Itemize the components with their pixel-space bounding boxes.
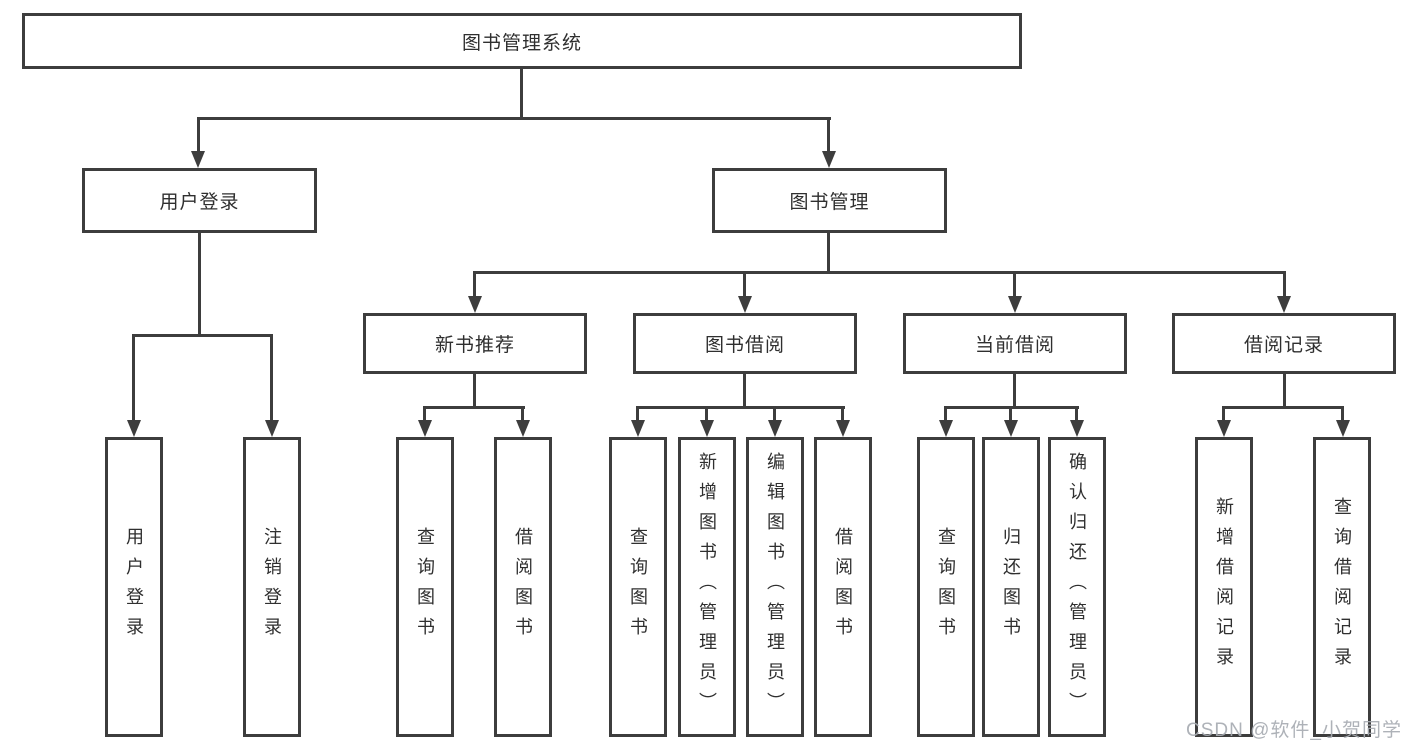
connector-stem — [270, 334, 273, 421]
leaf-logout: 注销登录 — [243, 437, 301, 737]
node-user-login: 用户登录 — [82, 168, 317, 233]
leaf-label: 借阅图书 — [513, 527, 533, 647]
connector-stem — [773, 406, 776, 421]
connector-stem — [197, 117, 200, 153]
arrowhead-down-icon — [516, 420, 530, 437]
arrowhead-down-icon — [738, 296, 752, 313]
connector-stem — [423, 406, 426, 421]
arrowhead-down-icon — [1004, 420, 1018, 437]
leaf-add-books-admin: 新增图书（管理员） — [678, 437, 736, 737]
leaf-edit-books-admin: 编辑图书（管理员） — [746, 437, 804, 737]
node-library-management-system: 图书管理系统 — [22, 13, 1022, 69]
connector-stem — [1009, 406, 1012, 421]
connector-stub — [473, 374, 476, 409]
connector-stem — [521, 406, 524, 421]
csdn-watermark: CSDN @软件_小贺同学 — [1186, 720, 1402, 741]
connector-root-bus — [197, 117, 831, 120]
connector-stub — [198, 233, 201, 336]
leaf-query-books: 查询图书 — [609, 437, 667, 737]
leaf-add-borrow-record: 新增借阅记录 — [1195, 437, 1253, 737]
leaf-label: 新增图书（管理员） — [697, 452, 717, 722]
connector-stem — [827, 117, 830, 153]
connector-stem — [841, 406, 844, 421]
leaf-label: 编辑图书（管理员） — [765, 452, 785, 722]
leaf-confirm-return-admin: 确认归还（管理员） — [1048, 437, 1106, 737]
leaf-label: 注销登录 — [262, 527, 282, 647]
connector-stem — [1013, 271, 1016, 298]
node-book-management: 图书管理 — [712, 168, 947, 233]
leaf-borrow-books: 借阅图书 — [494, 437, 552, 737]
arrowhead-down-icon — [468, 296, 482, 313]
connector-stub — [743, 374, 746, 409]
arrowhead-down-icon — [1217, 420, 1231, 437]
arrowhead-down-icon — [631, 420, 645, 437]
connector-bus — [1222, 406, 1344, 409]
leaf-label: 归还图书 — [1001, 527, 1021, 647]
arrowhead-down-icon — [1008, 296, 1022, 313]
leaf-query-borrow-record: 查询借阅记录 — [1313, 437, 1371, 737]
connector-stub — [1283, 374, 1286, 409]
connector-stub — [827, 233, 830, 274]
connector-stem — [636, 406, 639, 421]
leaf-user-login: 用户登录 — [105, 437, 163, 737]
arrowhead-down-icon — [1070, 420, 1084, 437]
leaf-label: 确认归还（管理员） — [1067, 452, 1087, 722]
leaf-label: 新增借阅记录 — [1214, 497, 1234, 677]
arrowhead-down-icon — [191, 151, 205, 168]
connector-bus — [423, 406, 525, 409]
connector-stem — [743, 271, 746, 298]
arrowhead-down-icon — [1277, 296, 1291, 313]
leaf-label: 查询图书 — [628, 527, 648, 647]
arrowhead-down-icon — [836, 420, 850, 437]
arrowhead-down-icon — [265, 420, 279, 437]
leaf-label: 查询借阅记录 — [1332, 497, 1352, 677]
arrowhead-down-icon — [939, 420, 953, 437]
connector-bus — [636, 406, 845, 409]
node-borrow-record: 借阅记录 — [1172, 313, 1396, 374]
leaf-query-books: 查询图书 — [396, 437, 454, 737]
connector-root-stub — [520, 67, 523, 119]
connector-stem — [132, 334, 135, 421]
leaf-label: 用户登录 — [124, 527, 144, 647]
leaf-label: 借阅图书 — [833, 527, 853, 647]
connector-bus — [473, 271, 1286, 274]
leaf-return-books: 归还图书 — [982, 437, 1040, 737]
leaf-borrow-books: 借阅图书 — [814, 437, 872, 737]
node-book-borrow: 图书借阅 — [633, 313, 857, 374]
arrowhead-down-icon — [700, 420, 714, 437]
arrowhead-down-icon — [768, 420, 782, 437]
leaf-query-books: 查询图书 — [917, 437, 975, 737]
connector-stem — [1283, 271, 1286, 298]
leaf-label: 查询图书 — [936, 527, 956, 647]
connector-stem — [705, 406, 708, 421]
connector-stub — [1013, 374, 1016, 409]
node-new-book-recommend: 新书推荐 — [363, 313, 587, 374]
arrowhead-down-icon — [418, 420, 432, 437]
arrowhead-down-icon — [822, 151, 836, 168]
leaf-label: 查询图书 — [415, 527, 435, 647]
connector-stem — [1341, 406, 1344, 421]
arrowhead-down-icon — [1336, 420, 1350, 437]
node-current-borrow: 当前借阅 — [903, 313, 1127, 374]
connector-stem — [473, 271, 476, 298]
connector-bus — [132, 334, 273, 337]
connector-stem — [1075, 406, 1078, 421]
connector-stem — [944, 406, 947, 421]
arrowhead-down-icon — [127, 420, 141, 437]
connector-stem — [1222, 406, 1225, 421]
